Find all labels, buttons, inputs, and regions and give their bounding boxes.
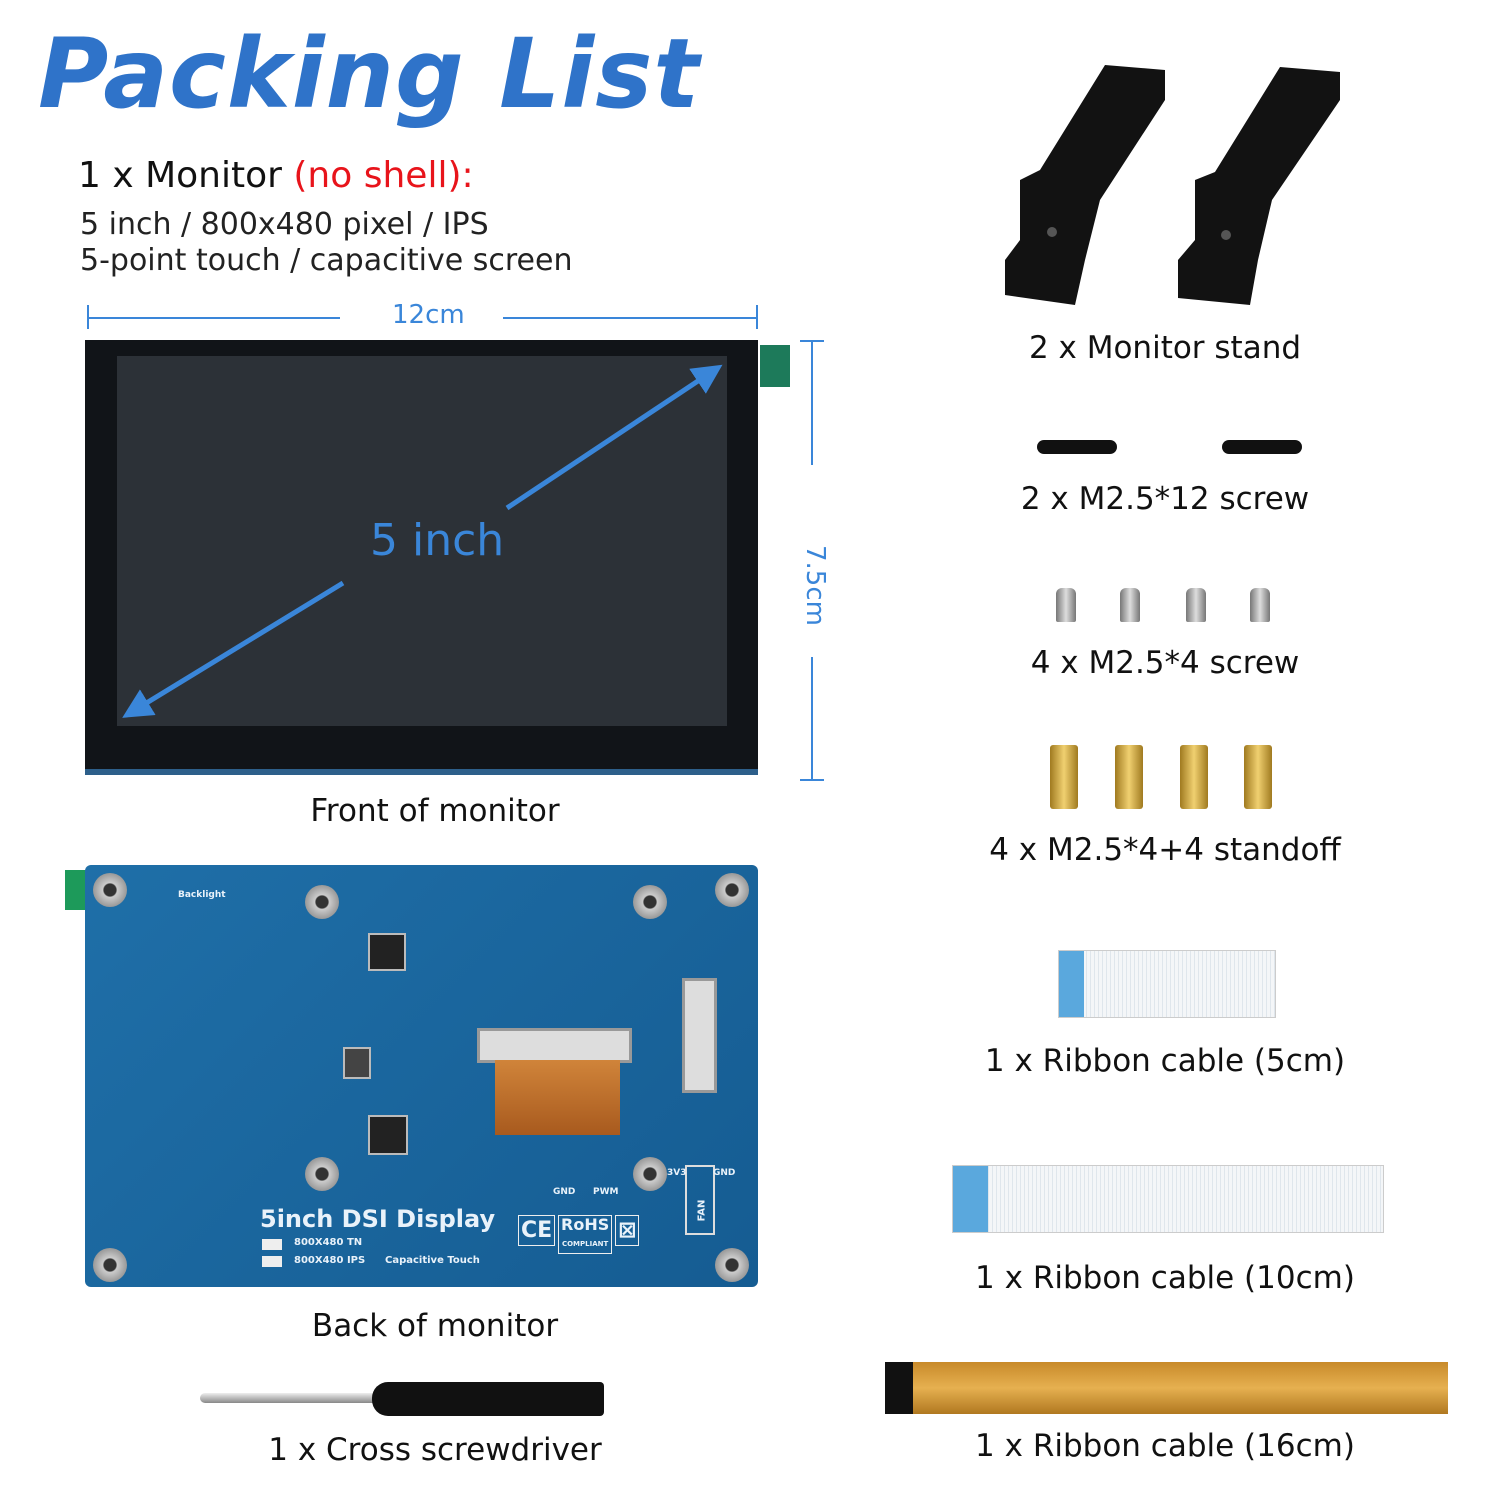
pcb-touch-label: Capacitive Touch — [385, 1255, 480, 1266]
item-label-m2-5x12-screw: 2 x M2.5*12 screw — [1020, 481, 1310, 517]
mount-hole — [93, 873, 127, 907]
ribbon-cable-10cm — [952, 1165, 1384, 1233]
mount-hole — [305, 1157, 339, 1191]
ribbon-cable-16cm — [885, 1362, 1448, 1414]
pcb-product-name: 5inch DSI Display — [260, 1205, 496, 1233]
pcb-fan-label: FAN — [696, 1199, 708, 1222]
pcb-3v3-label: 3V3 — [667, 1168, 687, 1178]
page-title: Packing List — [38, 18, 701, 130]
ribbon-cable-5cm — [1058, 950, 1276, 1018]
pcb-gnd-label: GND — [553, 1187, 576, 1197]
height-dimension-line — [811, 657, 813, 780]
screwdriver-shaft — [200, 1393, 380, 1403]
screw-m2-5x4 — [1120, 588, 1140, 622]
monitor-back-image: Backlight GND PWM 3V3 GND FAN 5inch DSI … — [85, 865, 758, 1287]
front-caption: Front of monitor — [310, 793, 560, 829]
rohs-text: RoHS — [561, 1215, 610, 1234]
standoff — [1180, 745, 1208, 809]
ribbon-cable — [495, 1060, 620, 1135]
item-label-stand: 2 x Monitor stand — [1028, 330, 1302, 366]
monitor-heading: 1 x Monitor (no shell): — [78, 155, 474, 196]
rohs-sub: COMPLIANT — [561, 1240, 609, 1248]
monitor-heading-text: 1 x Monitor — [78, 155, 294, 196]
inductor — [343, 1047, 371, 1079]
standoff — [1244, 745, 1272, 809]
pcb-backlight-label: Backlight — [178, 890, 226, 900]
height-dimension-tick — [800, 779, 824, 781]
pcb-option-ips: 800X480 IPS — [294, 1255, 366, 1266]
monitor-front-image — [85, 340, 758, 775]
chip — [368, 933, 406, 971]
width-dimension-line — [503, 317, 758, 319]
mount-hole — [305, 885, 339, 919]
width-dimension-tick — [756, 305, 758, 329]
item-label-m2-5x4-screw: 4 x M2.5*4 screw — [1030, 645, 1300, 681]
fpc-connector — [760, 345, 790, 387]
weee-bin-icon: ⊠ — [615, 1215, 640, 1246]
standoff — [1115, 745, 1143, 809]
monitor-stand-image — [1005, 65, 1340, 305]
screw-m2-5x12 — [1037, 440, 1117, 454]
mount-hole — [93, 1248, 127, 1282]
item-label-standoff: 4 x M2.5*4+4 standoff — [989, 832, 1341, 868]
mount-hole — [715, 1248, 749, 1282]
standoff — [1050, 745, 1078, 809]
monitor-spec-2: 5-point touch / capacitive screen — [80, 243, 573, 278]
width-label: 12cm — [392, 300, 465, 330]
diagonal-label: 5 inch — [370, 515, 505, 566]
screw-m2-5x4 — [1056, 588, 1076, 622]
item-label-ribbon-5cm: 1 x Ribbon cable (5cm) — [984, 1043, 1346, 1079]
back-caption: Back of monitor — [311, 1308, 559, 1344]
width-dimension-line — [87, 317, 340, 319]
rohs-mark: RoHS COMPLIANT — [558, 1215, 613, 1254]
mount-hole — [633, 885, 667, 919]
height-label: 7.5cm — [800, 545, 830, 626]
screw-m2-5x12 — [1222, 440, 1302, 454]
fan-header — [685, 1165, 715, 1235]
item-label-ribbon-16cm: 1 x Ribbon cable (16cm) — [975, 1428, 1355, 1464]
height-dimension-line — [811, 340, 813, 465]
mount-hole — [633, 1157, 667, 1191]
item-label-screwdriver: 1 x Cross screwdriver — [268, 1432, 602, 1468]
ce-mark: CE — [518, 1215, 556, 1246]
pcb-checkbox-checked — [262, 1256, 282, 1267]
pcb-pwm-label: PWM — [593, 1187, 619, 1197]
chip — [368, 1115, 408, 1155]
pcb-gnd-pin-label: GND — [713, 1168, 736, 1178]
cable-connector-end — [885, 1362, 913, 1414]
dsi-connector — [477, 1028, 632, 1063]
mount-hole — [715, 873, 749, 907]
screw-m2-5x4 — [1250, 588, 1270, 622]
side-connector — [682, 978, 717, 1093]
monitor-screen — [117, 356, 727, 726]
pcb-option-tn: 800X480 TN — [294, 1237, 363, 1248]
monitor-heading-note: (no shell): — [293, 155, 474, 196]
diagonal-arrow-icon — [122, 364, 723, 718]
fpc-connector — [65, 870, 87, 910]
screwdriver-handle — [372, 1382, 604, 1416]
pcb-checkbox — [262, 1239, 282, 1250]
monitor-spec-1: 5 inch / 800x480 pixel / IPS — [80, 207, 489, 242]
screw-m2-5x4 — [1186, 588, 1206, 622]
item-label-ribbon-10cm: 1 x Ribbon cable (10cm) — [975, 1260, 1355, 1296]
